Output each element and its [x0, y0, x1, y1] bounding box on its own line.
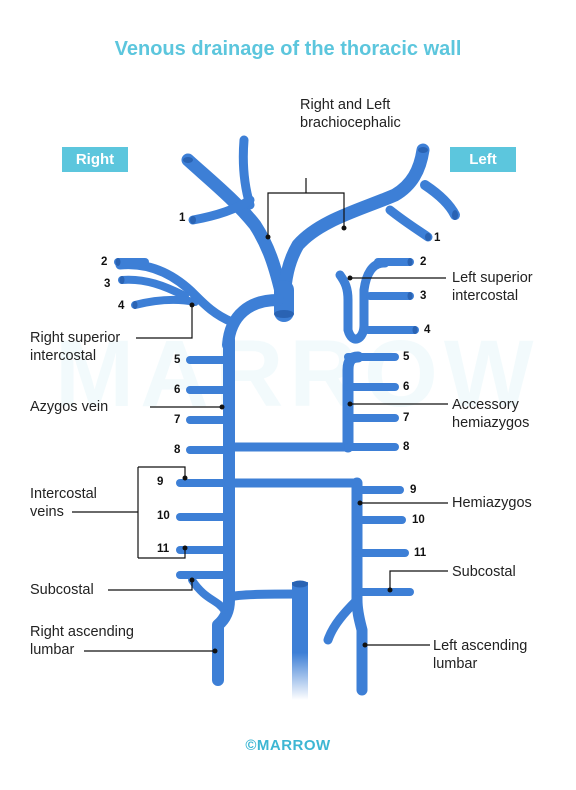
left-rib-number-11: 11	[414, 547, 427, 559]
left-brachiocephalic-vein	[277, 143, 430, 307]
left-side-badge: Left	[450, 147, 516, 172]
label-right-lumbar-line1: Right ascending	[30, 624, 134, 640]
right-rib-number-2: 2	[101, 256, 108, 268]
azygos-arch	[222, 294, 284, 351]
right-brachio-upper-branch	[238, 135, 255, 210]
right-brachio-branch-1	[188, 195, 255, 225]
label-left-lumbar-line2: lumbar	[433, 656, 478, 672]
left-rib-number-3: 3	[420, 290, 427, 302]
label-right-lumbar-line2: lumbar	[30, 642, 75, 658]
leader-brachiocephalic	[267, 178, 345, 237]
ivc-top	[292, 580, 308, 588]
label-brachiocephalic-line1: Right and Left	[300, 97, 391, 113]
right-rib-number-8: 8	[174, 444, 181, 456]
right-rib-number-4: 4	[118, 300, 125, 312]
hemiazygos-vein	[351, 477, 368, 696]
left-lumbar-branch	[323, 595, 362, 645]
label-intercostal-line2: veins	[30, 504, 64, 520]
right-subcostal-join	[188, 576, 228, 614]
label-left-superior-line1: Left superior	[452, 270, 533, 286]
right-rib-number-7: 7	[174, 414, 181, 426]
label-right-superior-line2: intercostal	[30, 348, 97, 364]
leader-dots	[182, 225, 393, 654]
leader-intercostal	[72, 466, 186, 559]
right-rib-number-11: 11	[157, 543, 170, 555]
right-rib-number-3: 3	[104, 278, 111, 290]
right-intercostal-4	[131, 295, 199, 309]
left-rib-number-1: 1	[434, 232, 441, 244]
inferior-vena-cava	[292, 582, 308, 700]
vessel-ends	[115, 147, 458, 334]
label-accessory-line2: hemiazygos	[452, 415, 530, 431]
leader-subcostal-left	[389, 570, 448, 590]
left-rib-number-7: 7	[403, 412, 410, 424]
label-brachiocephalic-line2: brachiocephalic	[300, 115, 401, 131]
left-rib-number-8: 8	[403, 441, 410, 453]
left-rib-number-6: 6	[403, 381, 410, 393]
leader-lines	[72, 178, 448, 652]
right-intercostal-3	[118, 275, 189, 300]
left-rib-number-4: 4	[424, 324, 431, 336]
right-rib-number-9: 9	[157, 476, 164, 488]
left-brachio-branch-1	[385, 205, 433, 242]
label-intercostal-line1: Intercostal	[30, 486, 97, 502]
label-accessory-line1: Accessory	[452, 397, 519, 413]
watermark: MARROW	[55, 321, 540, 427]
left-superior-intercostal	[335, 258, 390, 344]
cross-connection-lower	[224, 589, 305, 602]
left-brachio-branch-lateral	[420, 180, 460, 220]
left-rib-number-9: 9	[410, 484, 417, 496]
right-brachiocephalic-vein	[181, 153, 290, 307]
diagram-title: Venous drainage of the thoracic wall	[114, 38, 462, 60]
left-rib-number-2: 2	[420, 256, 427, 268]
leader-right-superior	[136, 305, 193, 339]
copyright-footer: ©MARROW	[245, 737, 331, 754]
label-azygos: Azygos vein	[30, 399, 109, 415]
label-left-lumbar-line1: Left ascending	[433, 638, 528, 654]
leader-subcostal-right	[108, 580, 193, 591]
label-subcostal-left: Subcostal	[452, 564, 516, 580]
right-rib-number-10: 10	[157, 510, 170, 522]
label-left-superior-line2: intercostal	[452, 288, 519, 304]
right-rib-number-1: 1	[179, 212, 186, 224]
label-subcostal-right: Subcostal	[30, 582, 94, 598]
right-rib-number-5: 5	[174, 354, 181, 366]
left-rib-number-10: 10	[412, 514, 425, 526]
label-right-superior-line1: Right superior	[30, 330, 121, 346]
right-rib-number-6: 6	[174, 384, 181, 396]
label-hemiazygos: Hemiazygos	[452, 495, 532, 511]
right-side-badge: Right	[62, 147, 128, 172]
left-rib-number-5: 5	[403, 351, 410, 363]
